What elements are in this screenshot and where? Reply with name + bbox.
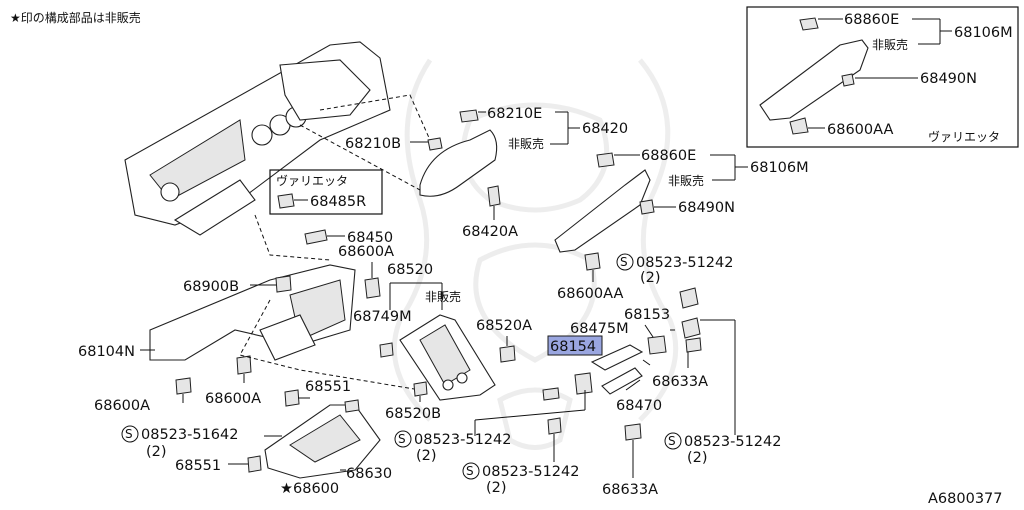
- screw-mark-b: [616, 253, 634, 271]
- screw-mark-d: [664, 432, 682, 450]
- label-68450: 68450: [347, 230, 393, 246]
- qty-d: (2): [687, 450, 708, 466]
- label-68600AA-top: 68600AA: [827, 122, 893, 138]
- label-68520B: 68520B: [385, 406, 441, 422]
- label-68633A-b: 68633A: [602, 482, 658, 498]
- header-note: ★印の構成部品は非販売: [10, 10, 141, 25]
- screw-mark-d-text: S: [668, 434, 676, 448]
- label-68633A-a: 68633A: [652, 374, 708, 390]
- label-68860E-mid: 68860E: [641, 148, 696, 164]
- screw-mark-e-text: S: [466, 464, 474, 478]
- label-68520: 68520: [387, 262, 433, 278]
- label-68551-b: 68551: [175, 458, 221, 474]
- watermark-emblem: [391, 58, 679, 450]
- variety-inset-box: [746, 6, 1019, 148]
- not-sold-top: 非販売: [872, 37, 908, 52]
- label-08523-51242-b: 08523-51242: [414, 432, 512, 448]
- label-68600A-c: 68600A: [205, 391, 261, 407]
- label-68551-a: 68551: [305, 379, 351, 395]
- not-sold-bezel: 非販売: [425, 289, 461, 304]
- label-68470: 68470: [616, 398, 662, 414]
- screw-mark-b-text: S: [620, 255, 628, 269]
- label-08523-51242-d: 08523-51242: [482, 464, 580, 480]
- screw-mark-a: [121, 425, 139, 443]
- label-68210B: 68210B: [345, 136, 401, 152]
- trim-panel-part: [554, 152, 655, 271]
- label-68520A: 68520A: [476, 318, 532, 334]
- label-68106M-mid: 68106M: [750, 160, 809, 176]
- screw-mark-c-text: S: [398, 432, 406, 446]
- dashboard-assembly: [124, 41, 391, 236]
- figure-id: A6800377: [928, 491, 1003, 507]
- screw-mark-c: [394, 430, 412, 448]
- label-68210E: 68210E: [487, 106, 542, 122]
- label-68475M: 68475M: [570, 321, 629, 337]
- qty-e: (2): [486, 480, 507, 496]
- label-68749M: 68749M: [353, 309, 412, 325]
- highlight-68154: [547, 335, 603, 356]
- variety-inset-left: [269, 169, 383, 215]
- label-68154[interactable]: 68154: [550, 339, 596, 355]
- label-68490N-mid: 68490N: [678, 200, 735, 216]
- label-68485R: 68485R: [310, 194, 366, 210]
- label-68490N-top: 68490N: [920, 71, 977, 87]
- label-68600: ★68600: [280, 481, 339, 497]
- qty-b: (2): [640, 270, 661, 286]
- label-68600AA-mid: 68600AA: [557, 286, 623, 302]
- qty-c: (2): [416, 448, 437, 464]
- label-68153: 68153: [624, 307, 670, 323]
- not-sold-hood: 非販売: [508, 136, 544, 151]
- label-08523-51642: 08523-51642: [141, 427, 239, 443]
- label-68600A-a: 68600A: [338, 244, 394, 260]
- label-08523-51242-a: 08523-51242: [636, 255, 734, 271]
- label-68630: 68630: [346, 466, 392, 482]
- meter-hood-part: [419, 109, 501, 207]
- lower-panel-assembly: [149, 264, 356, 361]
- label-68600A-b: 68600A: [94, 398, 150, 414]
- label-68106M-top: 68106M: [954, 25, 1013, 41]
- label-68900B: 68900B: [183, 279, 239, 295]
- center-bezel-part: [399, 314, 496, 401]
- label-68420: 68420: [582, 121, 628, 137]
- screw-mark-a-text: S: [125, 427, 133, 441]
- glove-box-part: [264, 404, 381, 479]
- ashtray-parts: [542, 344, 644, 441]
- not-sold-trim: 非販売: [668, 173, 704, 188]
- inset-panel-part: [759, 17, 869, 135]
- screw-mark-e: [462, 462, 480, 480]
- label-08523-51242-c: 08523-51242: [684, 434, 782, 450]
- qty-a: (2): [146, 444, 167, 460]
- variety-left: ヴァリエッタ: [276, 173, 348, 188]
- label-68860E-top: 68860E: [844, 12, 899, 28]
- variety-top: ヴァリエッタ: [928, 129, 1000, 144]
- label-68104N: 68104N: [78, 344, 135, 360]
- label-68420A: 68420A: [462, 224, 518, 240]
